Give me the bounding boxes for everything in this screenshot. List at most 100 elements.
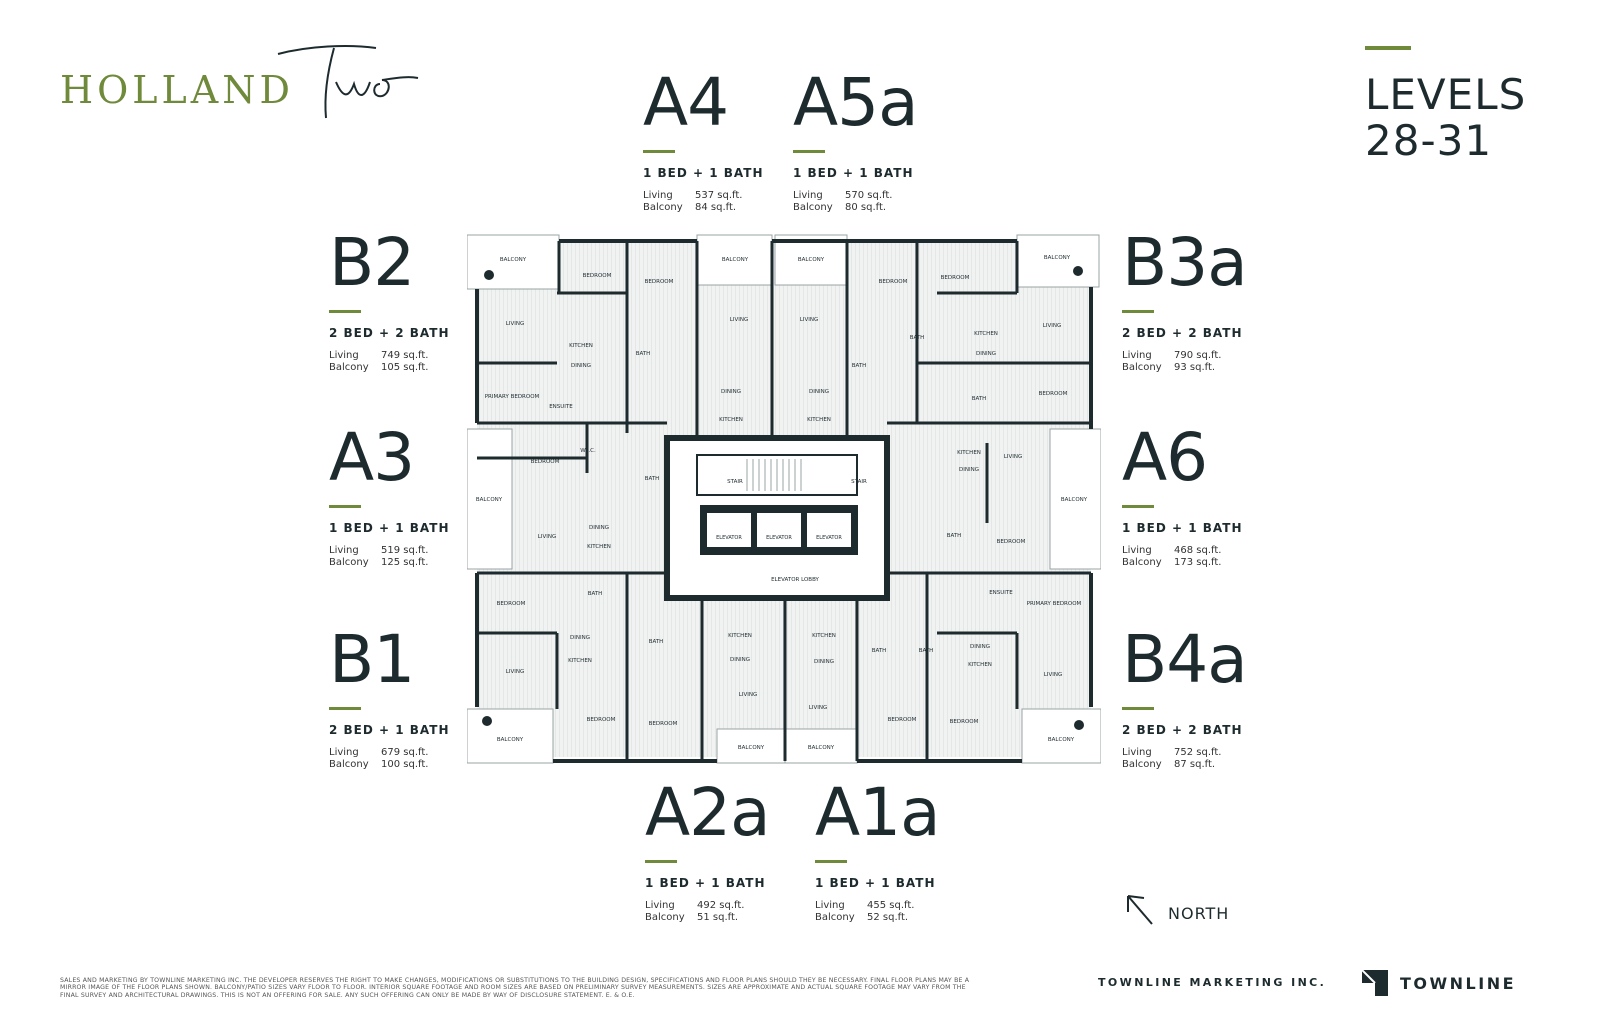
living-area: 537 sq.ft. — [695, 190, 743, 201]
levels-label: LEVELS — [1365, 70, 1527, 119]
legal-disclaimer: Sales and marketing by Townline Marketin… — [60, 977, 970, 999]
label-bedroom: BEDROOM — [879, 279, 908, 285]
unit-type: 2 BED + 2 BATH — [329, 326, 450, 340]
elevator-car — [707, 513, 751, 547]
label-bath: BATH — [910, 335, 925, 341]
living-area: 790 sq.ft. — [1174, 350, 1222, 361]
unit-type: 1 BED + 1 BATH — [643, 166, 764, 180]
unit-accent-bar — [1122, 707, 1154, 710]
label-living: LIVING — [1044, 672, 1062, 678]
townline-mark-icon — [1362, 970, 1388, 996]
unit-accent-bar — [643, 150, 675, 153]
elevator-car — [807, 513, 851, 547]
label-bedroom: BEDROOM — [941, 275, 970, 281]
label-kitchen: KITCHEN — [587, 544, 611, 550]
balcony-a4 — [696, 234, 773, 286]
label-balcony: BALCONY — [500, 257, 527, 263]
label-elevator: ELEVATOR — [766, 535, 792, 541]
balcony-area: 80 sq.ft. — [845, 202, 887, 213]
balcony-area: 84 sq.ft. — [695, 202, 737, 213]
label-living: LIVING — [1004, 454, 1022, 460]
unit-accent-bar — [329, 505, 361, 508]
balcony-a6 — [1049, 428, 1101, 570]
label-bath: BATH — [972, 396, 987, 402]
label-dining: DINING — [589, 525, 609, 531]
label-wic: W.I.C. — [580, 448, 596, 454]
label-bath: BATH — [852, 363, 867, 369]
label-living: LIVING — [506, 669, 524, 675]
balcony-area: 105 sq.ft. — [381, 362, 429, 373]
label-bath: BATH — [919, 648, 934, 654]
balcony-a5a — [774, 234, 848, 286]
unit-type: 1 BED + 1 BATH — [1122, 521, 1243, 535]
label-living: LIVING — [538, 534, 556, 540]
building-core — [664, 435, 890, 601]
floor-plan: BALCONY BALCONY BALCONY BALCONY BALCONY … — [467, 234, 1101, 764]
label-dining: DINING — [571, 363, 591, 369]
levels-accent-bar — [1365, 46, 1411, 50]
unit-code: B4a — [1122, 621, 1248, 698]
unit-code: B1 — [329, 621, 415, 698]
balcony-area: 51 sq.ft. — [697, 912, 739, 923]
unit-accent-bar — [793, 150, 825, 153]
unit-type: 2 BED + 2 BATH — [1122, 326, 1243, 340]
townline-wordmark: TOWNLINE — [1400, 973, 1517, 993]
label-bedroom: BEDROOM — [997, 539, 1026, 545]
unit-accent-bar — [1122, 310, 1154, 313]
north-indicator: NORTH — [1120, 892, 1230, 928]
townline-logo: TOWNLINE — [1362, 968, 1516, 998]
label-dining: DINING — [730, 657, 750, 663]
column — [482, 716, 492, 726]
label-dining: DINING — [814, 659, 834, 665]
label-living: LIVING — [809, 705, 827, 711]
label-balcony: BALCONY — [798, 257, 825, 263]
unit-accent-bar — [815, 860, 847, 863]
balcony-a2a — [716, 728, 786, 764]
unit-type: 1 BED + 1 BATH — [645, 876, 766, 890]
room-wall — [477, 241, 1091, 709]
label-kitchen: KITCHEN — [719, 417, 743, 423]
balcony-a1a — [784, 728, 858, 764]
balcony-area: 87 sq.ft. — [1174, 759, 1216, 770]
label-kitchen: KITCHEN — [968, 662, 992, 668]
label-living: LIVING — [506, 321, 524, 327]
balcony-b4a — [1021, 708, 1101, 764]
living-area: 468 sq.ft. — [1174, 545, 1222, 556]
living-area: 492 sq.ft. — [697, 900, 745, 911]
demising-wall — [625, 241, 919, 438]
living-area: 679 sq.ft. — [381, 747, 429, 758]
living-area: 752 sq.ft. — [1174, 747, 1222, 758]
label-ensuite: ENSUITE — [989, 590, 1013, 596]
marketing-company: TOWNLINE MARKETING INC. — [1098, 976, 1327, 989]
unit-type: 2 BED + 2 BATH — [1122, 723, 1243, 737]
levels-heading: LEVELS 28-31 — [1365, 46, 1526, 164]
balcony-area: 125 sq.ft. — [381, 557, 429, 568]
unit-code: B3a — [1122, 224, 1248, 301]
label-bedroom: BEDROOM — [950, 719, 979, 725]
living-area: 519 sq.ft. — [381, 545, 429, 556]
elevator-car — [757, 513, 801, 547]
label-balcony: BALCONY — [1044, 255, 1071, 261]
demising-wall — [625, 573, 929, 761]
label-bedroom: BEDROOM — [587, 717, 616, 723]
label-bedroom: BEDROOM — [888, 717, 917, 723]
levels-range: 28-31 — [1365, 116, 1493, 165]
label-bedroom: BEDROOM — [497, 601, 526, 607]
label-bath: BATH — [588, 591, 603, 597]
label-dining: DINING — [970, 644, 990, 650]
label-living: LIVING — [730, 317, 748, 323]
